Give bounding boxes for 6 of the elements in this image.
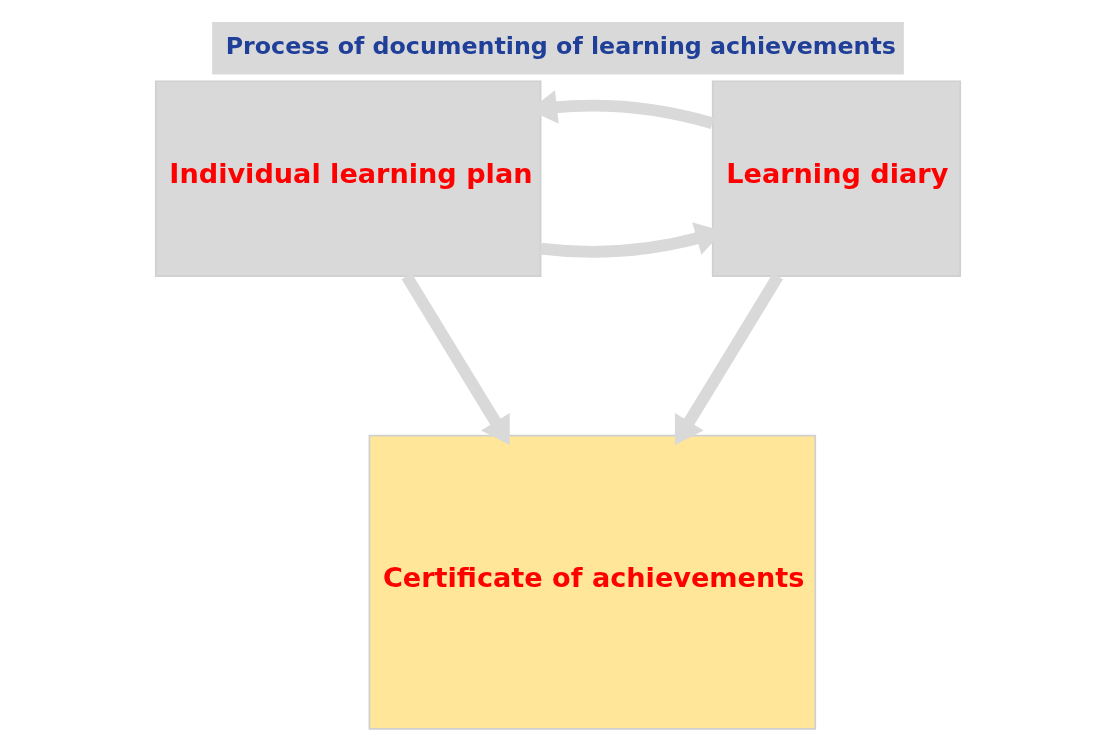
diagram-title: Process of documenting of learning achievements — [225, 31, 896, 60]
node-box: Learning diary — [711, 80, 962, 278]
node-box: Certificate of achievements — [368, 434, 817, 730]
arrow — [674, 273, 784, 446]
node-box: Individual learning plan — [154, 80, 542, 278]
arrow — [401, 273, 510, 446]
